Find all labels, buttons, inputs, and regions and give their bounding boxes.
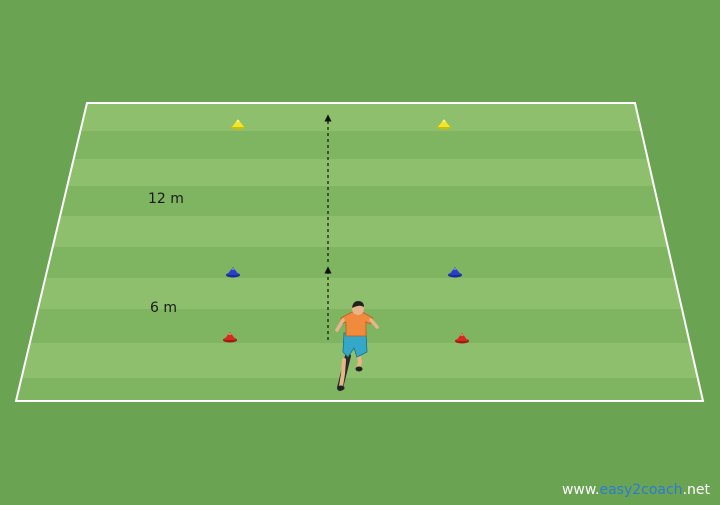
yellow-cone-icon	[231, 119, 245, 130]
distance-label-6m: 6 m	[150, 300, 177, 316]
watermark-prefix: www.	[561, 482, 600, 498]
watermark-suffix: .net	[682, 482, 710, 498]
distance-label-12m: 12 m	[148, 191, 184, 207]
yellow-cone-icon	[437, 119, 451, 130]
running-player-icon	[335, 301, 379, 391]
red-cone-icon	[455, 333, 469, 344]
watermark: www.easy2coach.net	[562, 482, 710, 498]
blue-cone-icon	[448, 267, 462, 278]
watermark-brand: easy2coach	[599, 482, 683, 498]
red-cone-icon	[223, 332, 237, 343]
blue-cone-icon	[226, 267, 240, 278]
field-boundary-line	[14, 102, 705, 402]
